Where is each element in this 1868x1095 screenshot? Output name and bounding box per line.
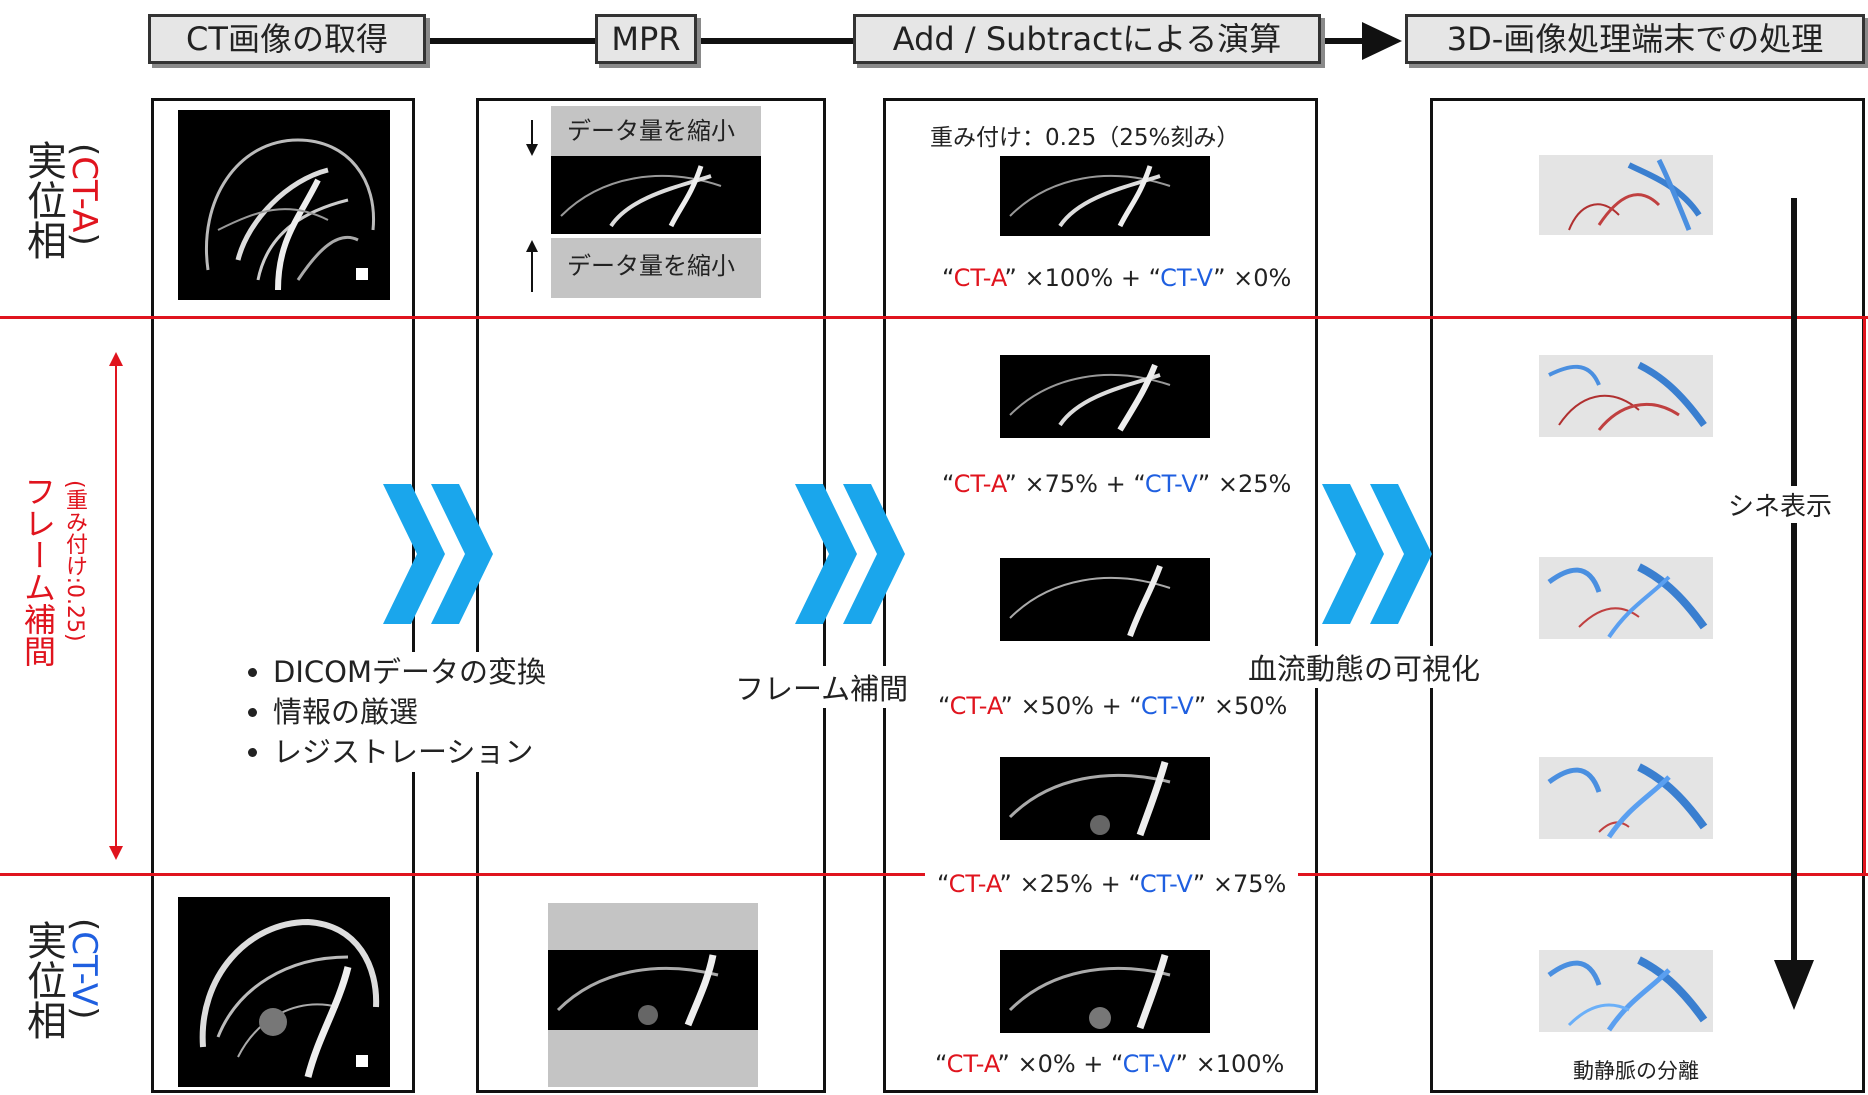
ct-v-image xyxy=(178,897,390,1087)
down-arrow-icon xyxy=(526,120,538,156)
vessel-3d-1 xyxy=(1539,155,1713,235)
chevron-arrow-1 xyxy=(383,484,493,624)
mpr-reduce-bottom: データ量を縮小 xyxy=(551,238,761,298)
header-connector-2 xyxy=(695,38,855,44)
calc-image-3 xyxy=(1000,558,1210,641)
chevron-arrow-3 xyxy=(1322,484,1432,624)
calc-image-4 xyxy=(1000,757,1210,840)
red-line-right-edge xyxy=(1863,316,1866,876)
label-frame-interp: フレーム補間 xyxy=(19,475,57,667)
mpr-image-v xyxy=(548,950,758,1030)
step-ct-acquisition: CT画像の取得 xyxy=(148,14,426,64)
calc-image-1 xyxy=(1000,156,1210,236)
note-visualization: 血流動態の可視化 xyxy=(1248,646,1481,688)
step-mpr: MPR xyxy=(595,14,697,64)
mpr-image-v-frame xyxy=(548,903,758,1087)
label-ct-a-sub: (CT-A) xyxy=(64,143,104,246)
ct-v-text: CT-V xyxy=(64,931,104,1007)
note-frame-interp: フレーム補間 xyxy=(735,666,909,708)
cine-arrow-shaft xyxy=(1791,198,1797,963)
header-connector-3 xyxy=(1325,38,1365,44)
vessel-3d-5 xyxy=(1539,950,1713,1032)
bullet-item: 情報の厳選 xyxy=(273,692,546,732)
formula-row-3: “CT-A” ×50% + “CT-V” ×50% xyxy=(938,692,1288,720)
label-ct-v-main: 実位相 xyxy=(20,920,66,1040)
bullet-list: DICOMデータの変換 情報の厳選 レジストレーション xyxy=(245,652,546,772)
label-ct-v-sub: (CT-V) xyxy=(64,918,104,1019)
paren-close-v: ) xyxy=(64,1006,104,1020)
vessel-3d-4 xyxy=(1539,757,1713,839)
step-add-subtract: Add / Subtractによる演算 xyxy=(853,14,1321,64)
ct-a-text: CT-A xyxy=(64,156,104,233)
paren-close: ) xyxy=(64,232,104,246)
label-ct-a: 実位相 xyxy=(18,140,68,260)
formula-row-2: “CT-A” ×75% + “CT-V” ×25% xyxy=(942,470,1292,498)
formula-row-4: “CT-A” ×25% + “CT-V” ×75% xyxy=(925,870,1299,898)
formula-row-5: “CT-A” ×0% + “CT-V” ×100% xyxy=(935,1050,1285,1078)
vessel-3d-2 xyxy=(1539,355,1713,437)
calc-image-2 xyxy=(1000,355,1210,438)
bullet-item: レジストレーション xyxy=(273,732,546,772)
header-arrow-head xyxy=(1362,22,1402,60)
bullet-item: DICOMデータの変換 xyxy=(273,652,546,692)
red-line-top xyxy=(0,316,1868,319)
red-double-arrow xyxy=(109,352,123,860)
ct-a-image xyxy=(178,110,390,300)
paren-open-v: ( xyxy=(64,918,104,932)
label-ct-a-main: 実位相 xyxy=(20,140,66,260)
cine-arrow-head xyxy=(1774,960,1814,1010)
formula-row-1: “CT-A” ×100% + “CT-V” ×0% xyxy=(942,264,1292,292)
header-connector-1 xyxy=(428,38,598,44)
calc-image-5 xyxy=(1000,950,1210,1033)
mpr-reduce-top: データ量を縮小 xyxy=(551,106,761,156)
chevron-arrow-2 xyxy=(795,484,905,624)
separation-label: 動静脈の分離 xyxy=(1573,1059,1699,1083)
weight-note: 重み付け：0.25（25%刻み） xyxy=(930,125,1240,151)
vessel-3d-3 xyxy=(1539,557,1713,639)
paren-open: ( xyxy=(64,143,104,157)
mpr-image-a xyxy=(551,156,761,234)
step-3d-processing: 3D-画像処理端末での処理 xyxy=(1405,14,1865,64)
up-arrow-icon xyxy=(526,240,538,292)
label-frame-weight: (重み付け:0.25) xyxy=(62,480,87,642)
label-ct-v: 実位相 xyxy=(18,920,68,1040)
cine-label: シネ表示 xyxy=(1724,486,1837,523)
